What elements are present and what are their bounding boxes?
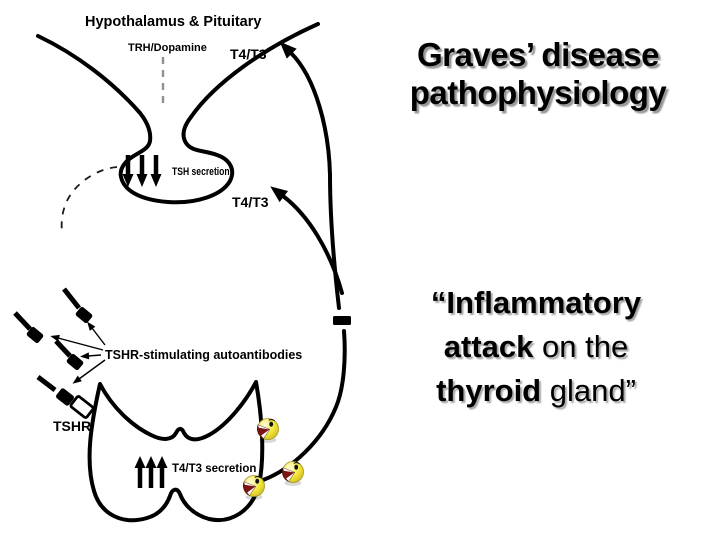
t4t3-mid-label: T4/T3 — [232, 194, 269, 210]
quote-line1: “Inflammatory — [364, 281, 708, 325]
antibody-icon — [13, 311, 44, 344]
quote-bold-attack: attack — [443, 329, 534, 364]
t4t3-secretion-up-arrows-icon — [134, 456, 168, 488]
inflammatory-cell-icon — [242, 474, 266, 501]
quote-line2: attack on the — [364, 325, 708, 369]
pituitary-dashed-feedback-arc — [60, 166, 118, 232]
quote-text: “Inflammatory attack on the thyroid glan… — [364, 281, 708, 413]
quote-bold-inflammatory: Inflammatory — [446, 285, 642, 320]
t4t3-top-label: T4/T3 — [230, 46, 267, 62]
negative-feedback-minus-icon — [333, 316, 351, 325]
title-line1: Graves’ disease — [416, 36, 660, 73]
slide-title: Graves’ disease pathophysiology — [368, 36, 708, 112]
hypothalamus-pituitary-label: Hypothalamus & Pituitary — [85, 14, 261, 30]
antibody-docked-icon — [36, 375, 74, 406]
tsh-secretion-down-arrows-icon — [122, 155, 162, 187]
inflammatory-cell-icon — [281, 460, 305, 487]
thyroid-outline — [87, 380, 265, 523]
tshr-receptor-icon — [69, 395, 95, 419]
autoantibody-pointer-arrows — [50, 321, 106, 384]
hypothalamus-pituitary-outline — [36, 22, 320, 205]
quote-line3: thyroid gland” — [364, 369, 708, 413]
feedback-arrow-to-pituitary — [270, 186, 344, 295]
quote-rest-line2: on the — [533, 329, 629, 364]
tshr-label: TSHR — [53, 418, 91, 434]
inflammatory-cell-icon — [256, 417, 280, 444]
feedback-arrow-to-hypothalamus — [279, 41, 341, 310]
quote-bold-thyroid: thyroid — [436, 373, 542, 408]
t4t3-secretion-label: T4/T3 secretion — [172, 463, 256, 475]
autoantibodies-label: TSHR-stimulating autoantibodies — [105, 348, 302, 362]
antibody-icon — [62, 287, 93, 324]
quote-rest-line3: gland” — [541, 373, 636, 408]
quote-open-mark: “ — [430, 285, 447, 320]
trh-dopamine-label: TRH/Dopamine — [128, 42, 207, 54]
tsh-secretion-label: TSH secretion — [172, 166, 230, 178]
title-line2: pathophysiology — [409, 74, 667, 111]
antibody-icon — [54, 339, 84, 371]
